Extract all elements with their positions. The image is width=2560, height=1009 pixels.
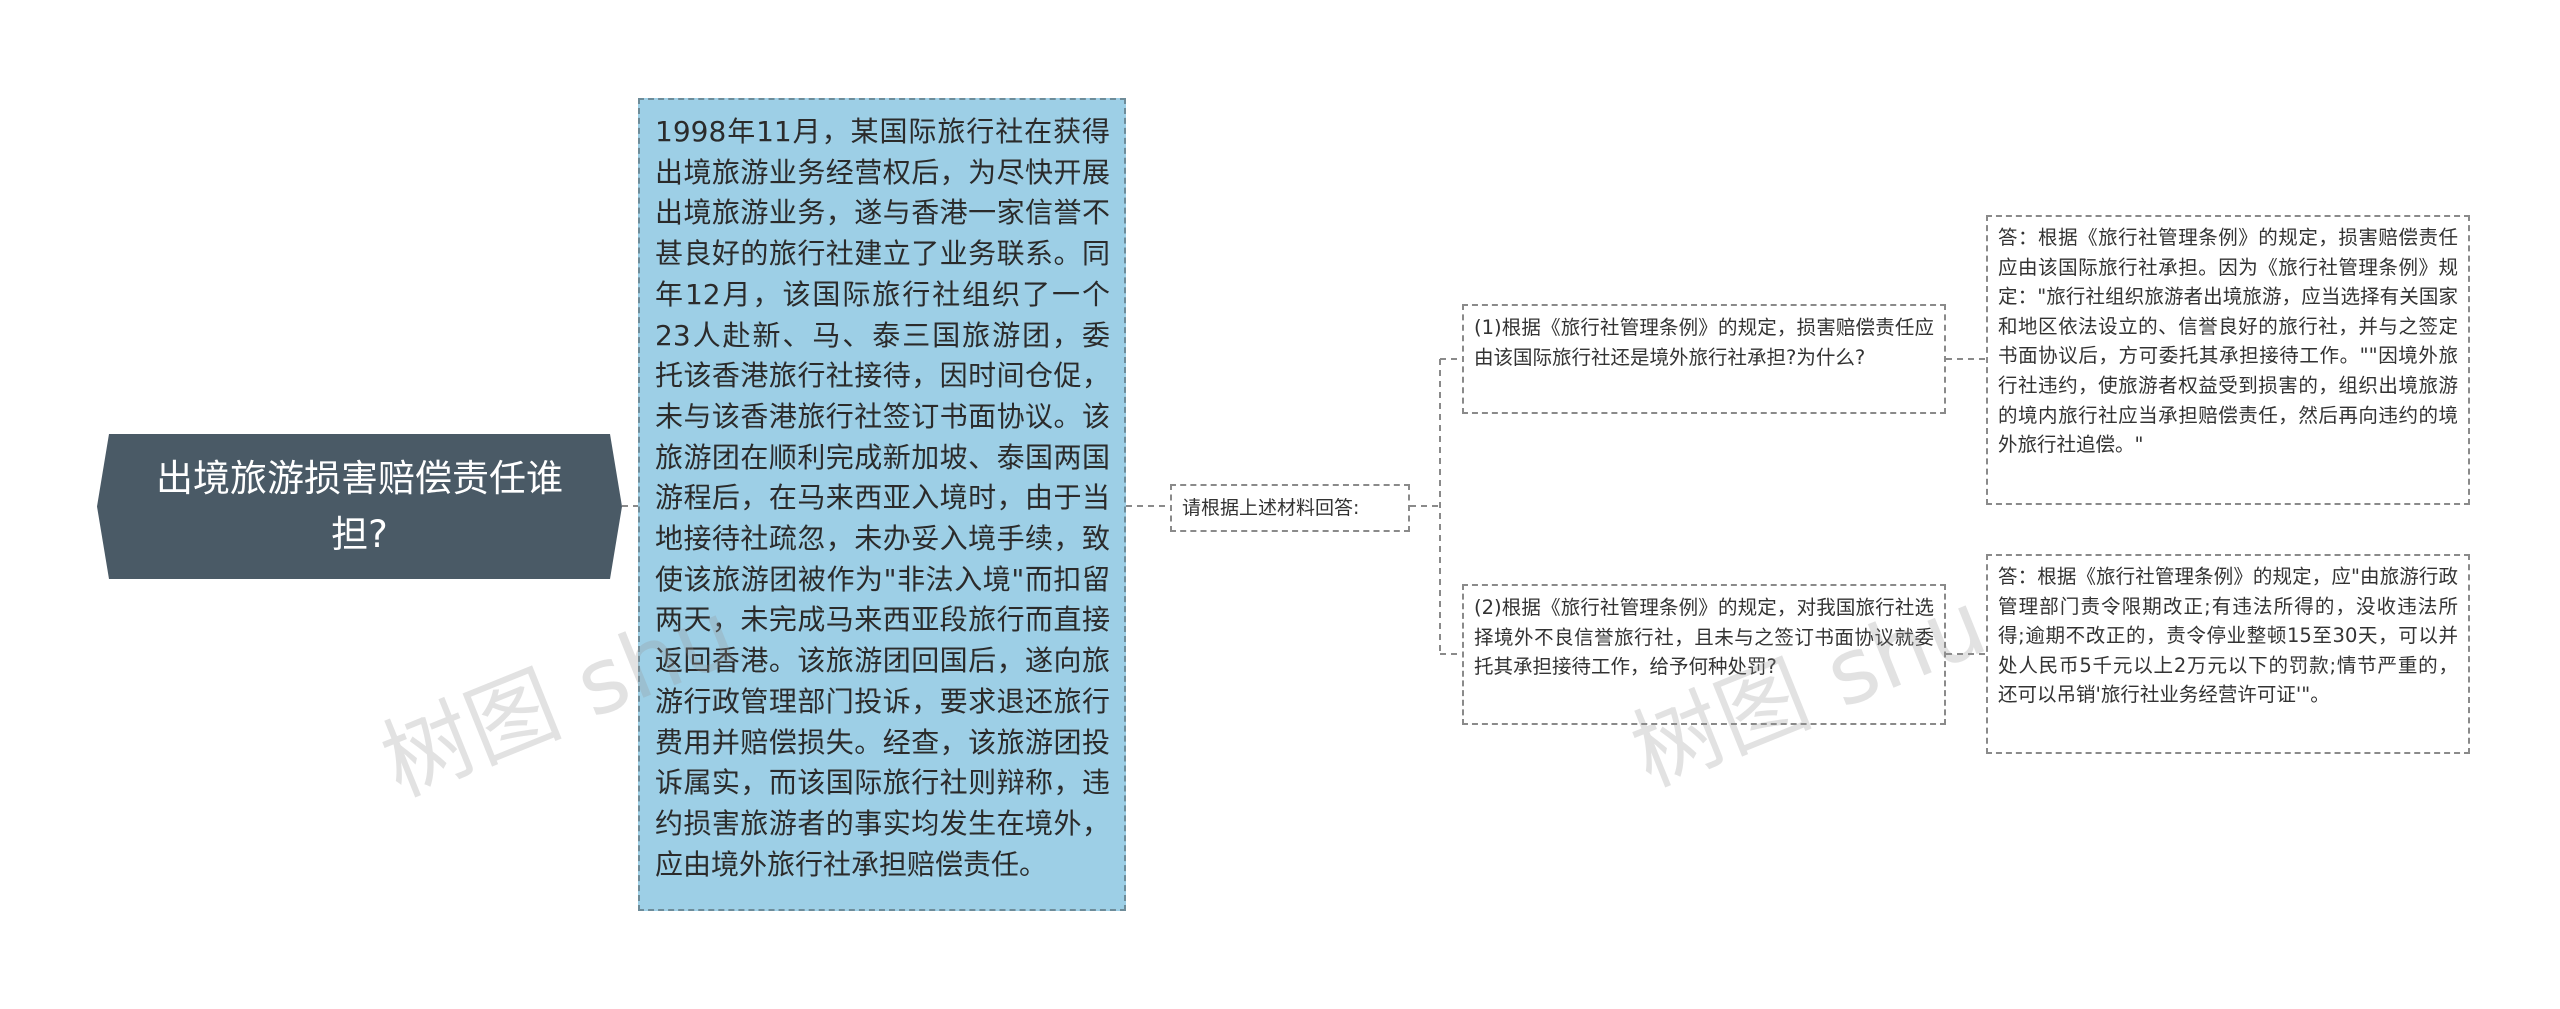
answer-text-2: 答：根据《旅行社管理条例》的规定，应"由旅游行政管理部门责令限期改正;有违法所得… [1998,565,2458,707]
answer-node-2[interactable]: 答：根据《旅行社管理条例》的规定，应"由旅游行政管理部门责令限期改正;有违法所得… [1986,554,2470,754]
question-text-1: (1)根据《旅行社管理条例》的规定，损害赔偿责任应由该国际旅行社还是境外旅行社承… [1474,316,1934,369]
prompt-text: 请根据上述材料回答: [1182,497,1360,519]
case-story-text: 1998年11月，某国际旅行社在获得出境旅游业务经营权后，为尽快开展出境旅游业务… [655,115,1110,881]
connector-prompt-questions [1410,358,1462,655]
prompt-node[interactable]: 请根据上述材料回答: [1170,484,1410,532]
answer-node-1[interactable]: 答：根据《旅行社管理条例》的规定，损害赔偿责任应由该国际旅行社承担。因为《旅行社… [1986,215,2470,505]
case-story-node[interactable]: 1998年11月，某国际旅行社在获得出境旅游业务经营权后，为尽快开展出境旅游业务… [638,98,1126,911]
root-topic[interactable]: 出境旅游损害赔偿责任谁担? [97,434,622,579]
question-text-2: (2)根据《旅行社管理条例》的规定，对我国旅行社选择境外不良信誉旅行社，且未与之… [1474,596,1934,678]
question-node-1[interactable]: (1)根据《旅行社管理条例》的规定，损害赔偿责任应由该国际旅行社还是境外旅行社承… [1462,304,1946,414]
question-node-2[interactable]: (2)根据《旅行社管理条例》的规定，对我国旅行社选择境外不良信誉旅行社，且未与之… [1462,584,1946,725]
root-title: 出境旅游损害赔偿责任谁担? [156,456,563,556]
answer-text-1: 答：根据《旅行社管理条例》的规定，损害赔偿责任应由该国际旅行社承担。因为《旅行社… [1998,226,2458,457]
